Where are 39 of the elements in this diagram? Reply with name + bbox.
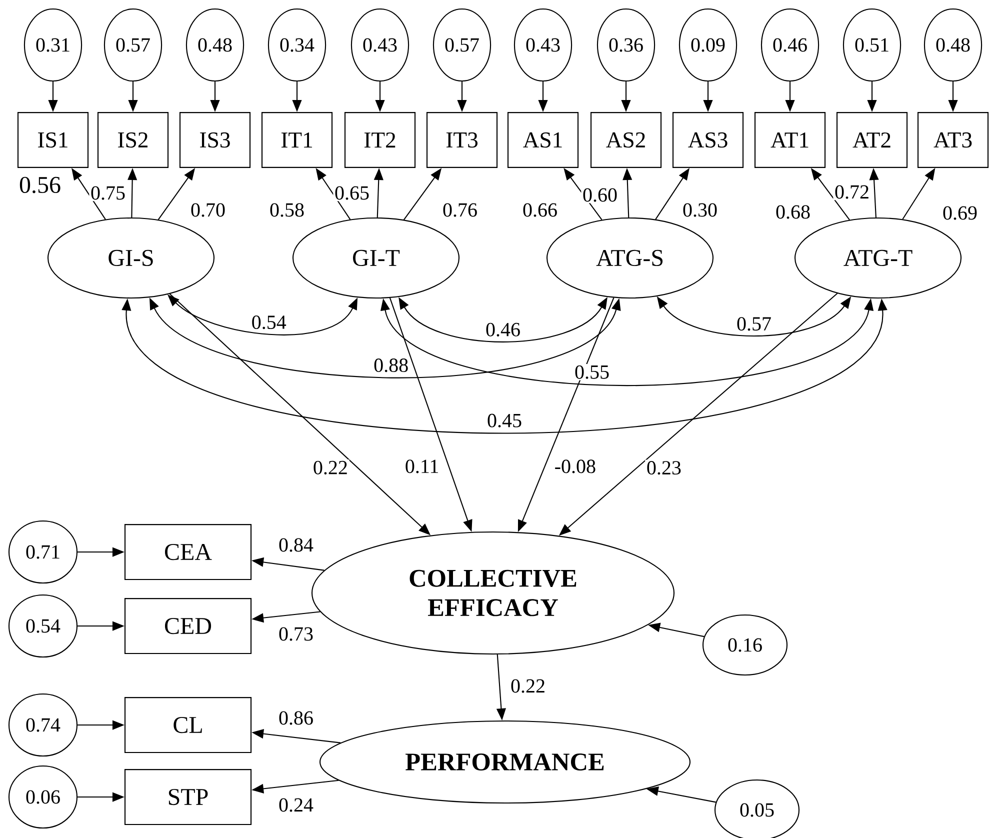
edge-label: 0.58	[268, 202, 306, 218]
edge-label: 0.45	[486, 412, 524, 429]
edge-label: 0.60	[581, 186, 619, 204]
indicator-box: IT3	[426, 112, 498, 168]
edge-label: 0.66	[521, 202, 559, 218]
edge-label: 0.22	[312, 460, 350, 476]
indicator-box: IT1	[261, 112, 333, 168]
indicator-box: CEA	[124, 524, 252, 580]
edge-label: 0.22	[509, 678, 547, 694]
edge-label: 0.76	[441, 202, 479, 218]
edge-label: 0.75	[89, 184, 127, 202]
edge-label: 0.23	[645, 460, 683, 476]
indicator-box: AS2	[590, 112, 662, 168]
indicator-box: CED	[124, 598, 252, 654]
indicator-box: STP	[124, 769, 252, 826]
edge-label: 0.30	[681, 202, 719, 218]
indicator-box: AT1	[754, 112, 826, 168]
edge-label: 0.56	[18, 176, 62, 194]
edge-label: 0.88	[372, 357, 410, 374]
edge-label: 0.86	[277, 710, 315, 726]
edge-label: 0.55	[573, 364, 611, 380]
edge-label: 0.72	[833, 184, 871, 200]
indicator-box: AS3	[672, 112, 744, 168]
edge-label: 0.46	[484, 322, 522, 338]
edge-label: 0.11	[404, 458, 441, 475]
indicator-box: IS2	[97, 112, 169, 168]
edge-label: 0.70	[189, 202, 227, 218]
edge-label: 0.57	[735, 316, 773, 332]
indicator-box: AT2	[836, 112, 908, 168]
indicator-box: IT2	[344, 112, 416, 168]
indicator-box: AT3	[917, 112, 989, 168]
edge-label: -0.08	[553, 458, 598, 475]
indicator-box: AS1	[507, 112, 579, 168]
indicator-box: IS1	[17, 112, 89, 168]
edge-label: 0.24	[277, 796, 315, 814]
edge-label: 0.54	[250, 314, 288, 330]
edge-label: 0.65	[333, 184, 371, 202]
indicator-box: CL	[124, 697, 252, 753]
indicator-box: IS3	[179, 112, 251, 168]
